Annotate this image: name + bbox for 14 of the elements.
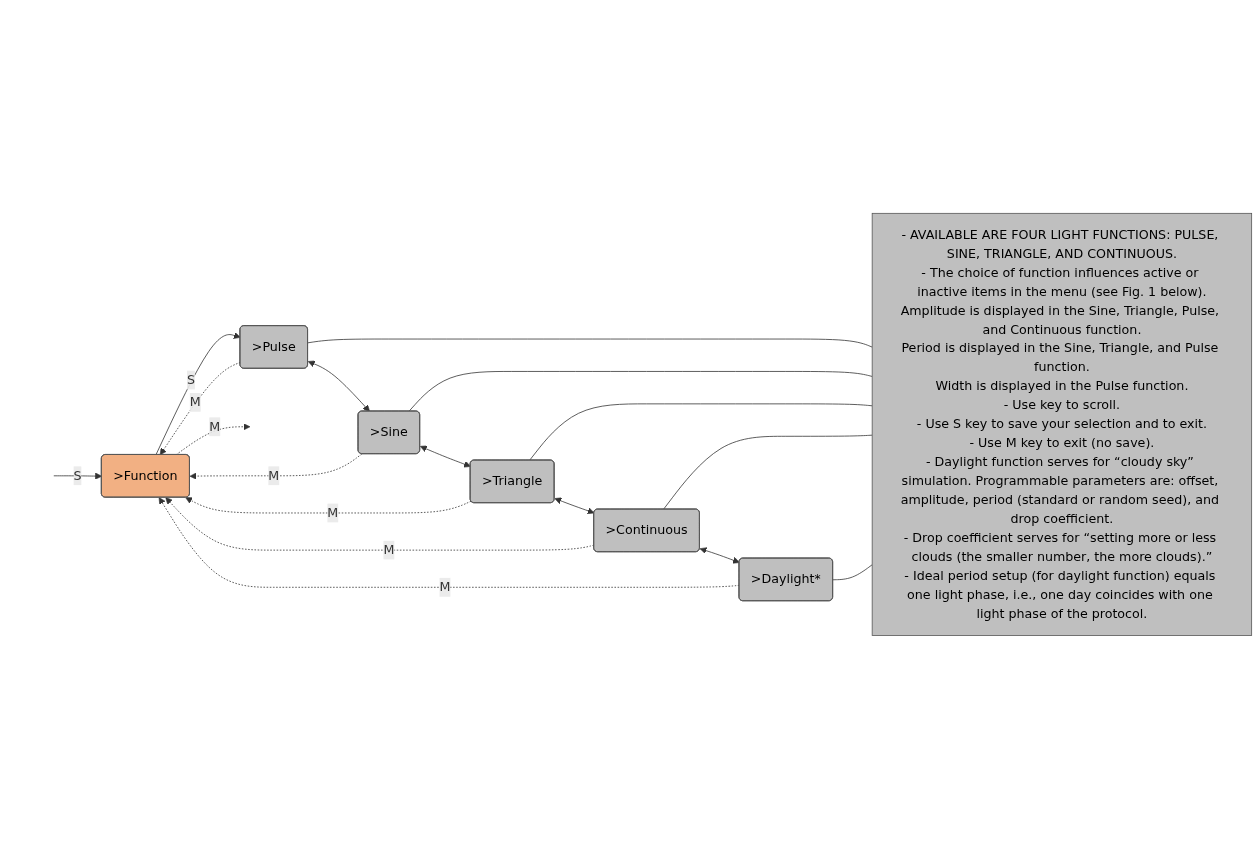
- connector: [307, 338, 873, 348]
- connector: [663, 434, 873, 510]
- edge-label: M: [268, 467, 280, 484]
- edge-label: S: [73, 467, 82, 484]
- edge-label: M: [189, 394, 201, 410]
- edge-label: S: [186, 372, 196, 388]
- connector: [529, 403, 873, 461]
- connector: [832, 564, 873, 581]
- edge-label: M: [327, 505, 339, 521]
- edge-label: M: [439, 579, 451, 595]
- node-box: - AVAILABLE ARE FOUR LIGHT FUNCTIONS: PULSE, SINE, TRIANGLE, AND CONTINUOUS. - The choice of function influences active or inactive items in the menu (see Fig. 1 below). Amplitude is displayed in the Sine, Triangle, Pulse, and Continuous function. Period is displayed in the Sine, Triangle, and Pulse function. Width is displayed in the Pulse function. - Use key to scroll. - Use S key to save your selection and to exit. - Use M key to exit (no save). - Daylight function serves for “cloudy sky” simulation. Programmable parameters are: offset, amplitude, period (standard or random seed), and drop coefficient. - Drop coefficient serves for “setting more or less clouds (the smaller number, the more clouds).” - Ideal period setup (for daylight function) equals one light phase, i.e., one day coincides with one light phase of the protocol.: [871, 213, 1253, 636]
- connector: [408, 371, 873, 412]
- edge-label: M: [209, 418, 221, 434]
- edge-label: M: [383, 542, 395, 558]
